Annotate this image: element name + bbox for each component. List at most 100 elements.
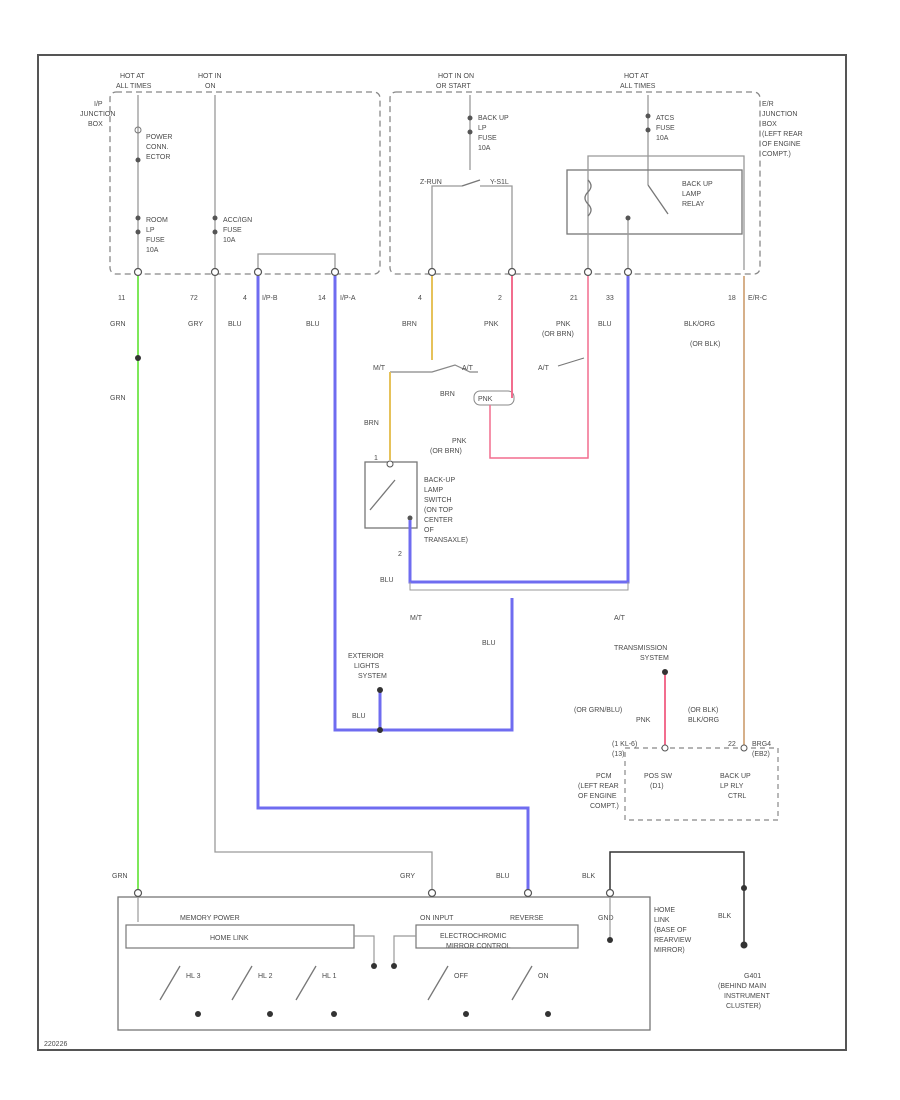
- or-grn-blu-label: (OR GRN/BLU) PNK: [574, 707, 651, 724]
- at-arrow: [557, 357, 585, 367]
- ip-junction-box-outline: [109, 91, 381, 275]
- switch-labels: HL 3 HL 2 HL 1 OFF ON: [186, 973, 549, 980]
- pcm-pos-sw: POS SW (D1): [644, 773, 674, 790]
- power-connector-label: POWER CONN. ECTOR: [146, 134, 174, 161]
- fuse-terminal: [645, 127, 651, 133]
- pnk-or-brn-label-2: PNK (OR BRN): [430, 438, 468, 455]
- internal-link-2: [393, 935, 416, 966]
- ip-junction-box-label: I/P JUNCTION BOX: [80, 101, 117, 128]
- svg-text:GRY: GRY: [188, 321, 203, 328]
- source-hot-in-on-or-start: HOT IN ON OR START: [436, 73, 476, 90]
- connector-row: [133, 267, 633, 277]
- home-link-label: HOME LINK: [210, 935, 249, 942]
- er-junction-box-outline: [389, 91, 761, 275]
- svg-text:11: 11: [118, 295, 125, 302]
- svg-text:4: 4: [243, 295, 247, 302]
- fuse-terminal: [467, 115, 473, 121]
- pcm-label: PCM (LEFT REAR OF ENGINE COMPT.): [578, 773, 621, 810]
- svg-text:HL 2: HL 2: [258, 973, 273, 980]
- brn-pnk-label: BRN: [440, 391, 455, 398]
- mt-label: M/T: [373, 365, 386, 372]
- relay-coil: [587, 155, 745, 270]
- svg-text:BLU: BLU: [306, 321, 320, 328]
- homelink-module: [117, 896, 651, 1031]
- exterior-lights-label: EXTERIOR LIGHTS SYSTEM: [348, 653, 387, 680]
- reverse-label: REVERSE: [510, 915, 544, 922]
- atcs-fuse-label: ATCS FUSE 10A: [656, 115, 677, 142]
- brn-label: BRN: [364, 420, 379, 427]
- relay-contact-terminal: [625, 215, 631, 221]
- switch-ground-dots: [195, 1011, 551, 1017]
- homelink-terminals: [133, 888, 615, 898]
- switch-terminal: [386, 460, 394, 468]
- svg-text:E/R-C: E/R-C: [748, 295, 767, 302]
- svg-text:21: 21: [570, 295, 578, 302]
- pin-1: 1: [374, 455, 378, 462]
- at-label-small: A/T: [462, 365, 474, 372]
- mt-label-2: M/T: [410, 615, 423, 622]
- splice-dot: [377, 727, 383, 733]
- pcm-box: [624, 747, 779, 821]
- source-hot-all-times-left: HOT AT ALL TIMES: [116, 73, 152, 90]
- svg-text:(OR BLK): (OR BLK): [690, 341, 720, 348]
- relay-label: BACK UP LAMP RELAY: [682, 181, 715, 208]
- mt-at-join: [409, 582, 629, 591]
- pcm-pin-right: 22 BRG4 (EB2): [728, 741, 773, 758]
- fuse-terminal: [134, 126, 142, 134]
- backup-switch-label: BACK-UP LAMP SWITCH (ON TOP CENTER OF TR…: [424, 477, 468, 544]
- svg-text:GRN: GRN: [112, 873, 128, 880]
- backup-lp-fuse-label: BACK UP LP FUSE 10A: [478, 115, 511, 152]
- splice-dot: [662, 669, 668, 675]
- switch-label-left: Z-RUN: [420, 179, 442, 186]
- pnk-label-small: PNK: [478, 396, 493, 403]
- svg-text:PNK: PNK: [556, 321, 571, 328]
- ground-point: [740, 941, 748, 949]
- acc-ign-fuse-label: ACC/IGN FUSE 10A: [223, 217, 254, 244]
- mt-at-selector: [390, 364, 478, 373]
- switch-contact: [369, 479, 396, 511]
- svg-text:BLU: BLU: [496, 873, 510, 880]
- internal-dot: [371, 963, 377, 969]
- svg-text:2: 2: [498, 295, 502, 302]
- pin-labels: 11 72 4 I/P-B 14 I/P-A 4 2 21 33 18 E/R-…: [118, 295, 767, 302]
- svg-text:18: 18: [728, 295, 736, 302]
- blu-wire-ip-a: [333, 276, 514, 732]
- at-label-2: A/T: [614, 615, 626, 622]
- svg-text:BLK: BLK: [718, 913, 732, 920]
- svg-text:14: 14: [318, 295, 326, 302]
- or-blk-label: (OR BLK) BLK/ORG: [688, 707, 720, 724]
- bottom-wire-labels: GRN GRY BLU BLK BLK: [112, 873, 732, 920]
- svg-text:BLK/ORG: BLK/ORG: [684, 321, 715, 328]
- ignition-switch-wire-2: [480, 185, 513, 270]
- fuse-terminal: [212, 229, 218, 235]
- source-hot-in-on: HOT IN ON: [198, 73, 224, 90]
- svg-text:(OR BRN): (OR BRN): [542, 331, 574, 338]
- pcm-backup-ctrl: BACK UP LP RLY CTRL: [720, 773, 753, 800]
- homelink-name-label: HOME LINK (BASE OF REARVIEW MIRROR): [654, 907, 693, 954]
- wire-labels: GRN GRY BLU BLU BRN PNK PNK (OR BRN) BLU…: [110, 321, 720, 402]
- gry-wire: [214, 276, 433, 890]
- blu-label-switch: BLU: [380, 577, 394, 584]
- svg-text:I/P-B: I/P-B: [262, 295, 278, 302]
- gnd-dot: [607, 937, 613, 943]
- room-lp-fuse-label: ROOM LP FUSE 10A: [146, 217, 170, 254]
- svg-text:BRN: BRN: [402, 321, 417, 328]
- switch-terminal: [407, 515, 413, 521]
- electrochromic-label: ELECTROCHROMIC MIRROR CONTROL: [440, 933, 511, 950]
- pnk-box: [473, 390, 515, 406]
- transmission-label: TRANSMISSION SYSTEM: [614, 645, 669, 662]
- on-input-label: ON INPUT: [420, 915, 454, 922]
- gnd-wire: [609, 851, 745, 945]
- g401-label: G401 (BEHIND MAIN INSTRUMENT CLUSTER): [718, 973, 772, 1010]
- svg-text:72: 72: [190, 295, 198, 302]
- blu-label-mid: BLU: [482, 640, 496, 647]
- svg-text:4: 4: [418, 295, 422, 302]
- fuse-terminal: [467, 129, 473, 135]
- svg-text:GRN: GRN: [110, 321, 126, 328]
- source-hot-all-times-right: HOT AT ALL TIMES: [620, 73, 656, 90]
- ignition-switch-wire: [431, 185, 462, 270]
- backup-lamp-relay-box: [566, 169, 743, 235]
- relay-coil-symbol: [584, 179, 592, 217]
- fuse-terminal: [135, 157, 141, 163]
- fuse-terminal: [135, 215, 141, 221]
